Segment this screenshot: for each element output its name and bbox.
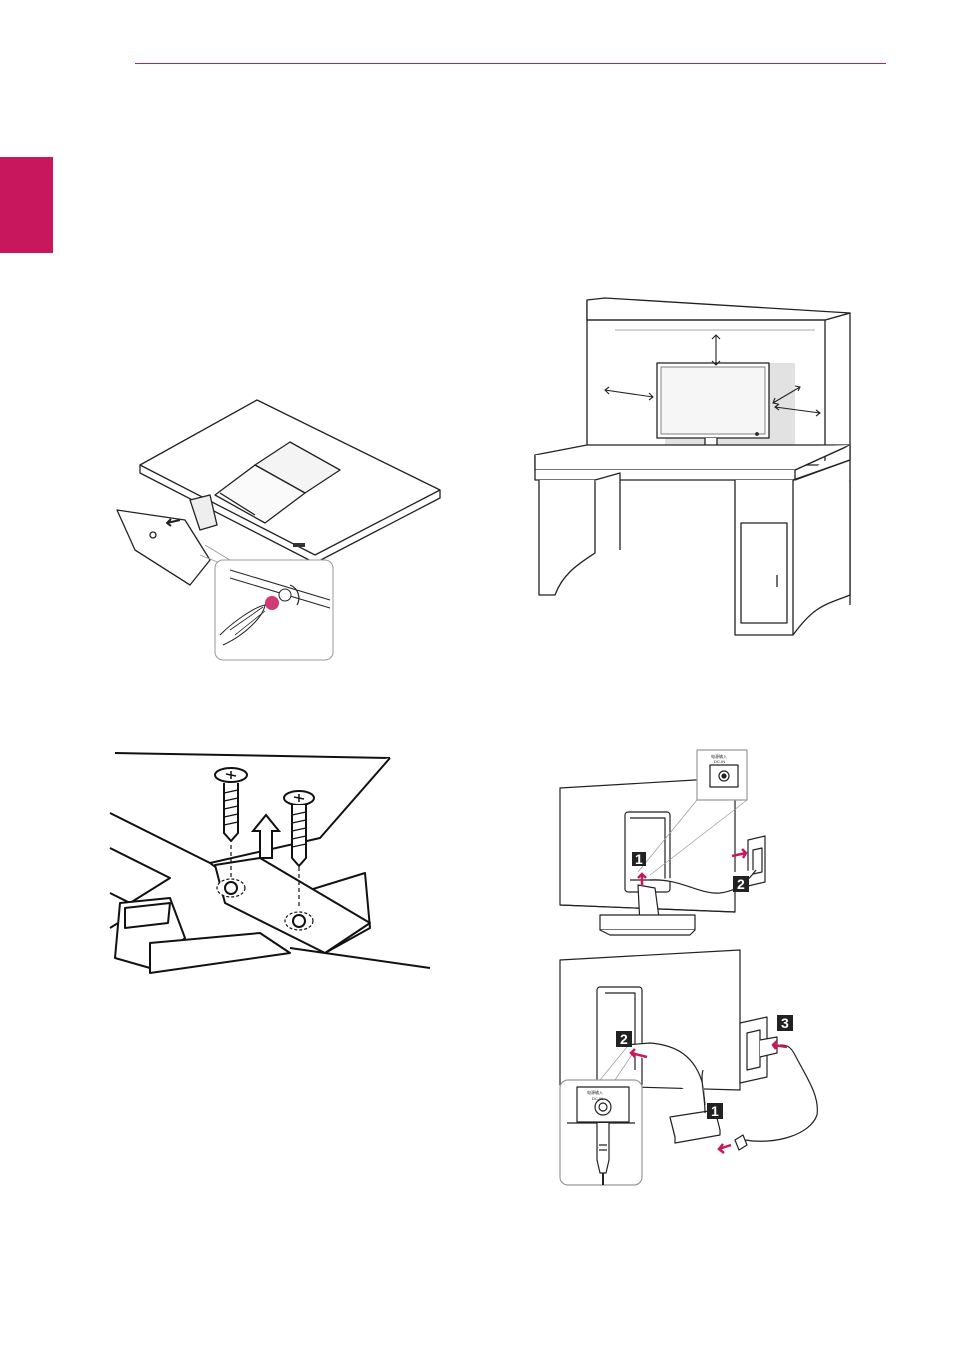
dc-in-label-en: DC-IN xyxy=(592,1096,603,1101)
step-2-callout: 2 xyxy=(620,1031,628,1047)
dc-in-label-en: DC-IN xyxy=(714,759,725,764)
stand-base xyxy=(600,915,695,930)
desk-placement-illustration xyxy=(525,295,855,645)
step-3-callout: 3 xyxy=(781,1015,789,1031)
step-1-callout: 1 xyxy=(711,1103,719,1119)
dc-in-label-cn: 电源输入 xyxy=(587,1089,603,1095)
step-1-callout: 1 xyxy=(635,851,643,867)
stand-removal-illustration xyxy=(105,395,445,665)
step-2-callout: 2 xyxy=(737,876,745,892)
screw-removal-illustration xyxy=(110,753,430,973)
hutch-top-shelf xyxy=(587,298,850,320)
language-tab xyxy=(0,157,53,253)
stand-base xyxy=(117,510,210,585)
adapter-connection-illustration: 电源输入 DC-IN 1 2 xyxy=(550,750,775,940)
screw-detail-inset xyxy=(215,560,333,660)
header-rule xyxy=(135,63,886,64)
power-cord-connection-illustration: 电源输入 DC-IN 1 2 3 xyxy=(555,945,820,1190)
